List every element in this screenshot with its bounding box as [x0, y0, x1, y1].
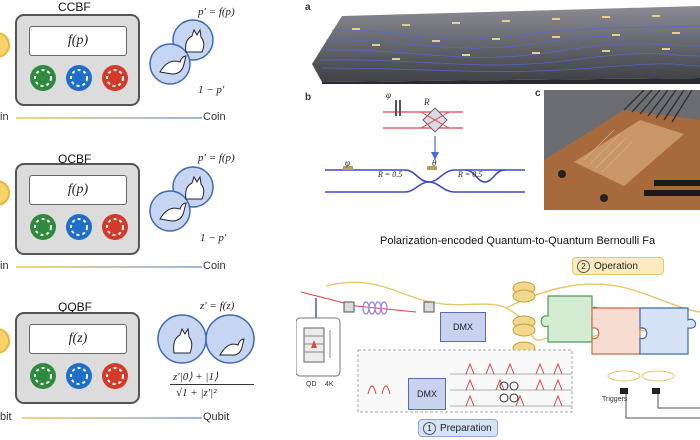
- qqbf-formula: z′ = f(z): [200, 300, 235, 312]
- qcbf-formula: p′ = f(p): [198, 152, 235, 164]
- qqbf-title: QQBF: [58, 300, 93, 314]
- qcbf-right-label: Coin: [203, 260, 226, 272]
- preparation-number: 1: [423, 421, 436, 435]
- operation-label: Operation: [594, 260, 638, 272]
- ccbf-right-label: Coin: [203, 111, 226, 123]
- qqbf-state-num: z′|0⟩ + |1⟩: [173, 371, 219, 383]
- qd-label: QD: [306, 381, 317, 388]
- b-r2-label: R = 0.5: [458, 170, 483, 179]
- chip-photo: [544, 90, 700, 210]
- b-r-label: R: [424, 97, 430, 107]
- ccbf-title: CCBF: [58, 0, 91, 14]
- b-phi-label: φ: [386, 90, 391, 100]
- qubit-input-icon: [0, 328, 10, 354]
- operation-number: 2: [577, 259, 590, 273]
- qqbf-function: f(z): [29, 324, 127, 354]
- b-r1-label: R = 0.5: [378, 170, 403, 179]
- dmx-top: DMX: [440, 312, 486, 342]
- interferometer-schematic: [325, 100, 525, 193]
- panel-label-a: a: [305, 2, 311, 13]
- entangled-cats-icon: [157, 314, 255, 364]
- b-theta-label: θ: [432, 158, 437, 168]
- qqbf-left-label: bit: [0, 411, 12, 423]
- qcbf-title: QCBF: [58, 152, 92, 166]
- b-phi-label-2: φ: [345, 158, 350, 168]
- setup-diagram: [296, 281, 700, 419]
- left-panel: CCBF f(p) p′ = f(p) 1 − p′ in Coin QCBF …: [0, 0, 292, 440]
- qcbf-box: f(p): [15, 163, 140, 255]
- photonic-chip-image: [312, 6, 700, 84]
- triggers-label: Triggers: [602, 396, 628, 403]
- qqbf-arrow: [22, 417, 202, 419]
- k4-label: 4K: [325, 381, 334, 388]
- ccbf-box: f(p): [15, 14, 140, 106]
- panel-label-b: b: [305, 92, 312, 103]
- preparation-tag: 1 Preparation: [418, 419, 498, 437]
- ccbf-left-label: in: [0, 111, 9, 123]
- cat-icon: [149, 19, 214, 85]
- buttons-icon-2: [30, 214, 128, 240]
- preparation-label: Preparation: [440, 422, 492, 434]
- qcbf-left-label: in: [0, 260, 9, 272]
- buttons-icon: [30, 65, 128, 91]
- qqbf-box: f(z): [15, 312, 140, 404]
- qqbf-state-den: √1 + |z′|²: [176, 387, 217, 399]
- fraction-line: [170, 384, 254, 385]
- dmx-bottom: DMX: [408, 378, 446, 410]
- buttons-icon-3: [30, 363, 128, 389]
- qcbf-function: f(p): [29, 175, 127, 205]
- qcbf-arrow: [16, 266, 202, 268]
- ccbf-arrow: [16, 117, 202, 119]
- cat-icon-2: [149, 166, 214, 232]
- ccbf-function: f(p): [29, 26, 127, 56]
- bottom-title: Polarization-encoded Quantum-to-Quantum …: [380, 235, 656, 247]
- ccbf-prob: 1 − p′: [198, 84, 225, 96]
- panel-label-c: c: [535, 88, 541, 99]
- coin-input-icon-2: [0, 180, 10, 206]
- qcbf-prob: 1 − p′: [200, 232, 227, 244]
- operation-tag: 2 Operation: [572, 257, 664, 275]
- coin-input-icon: [0, 32, 10, 58]
- ccbf-formula: p′ = f(p): [198, 6, 235, 18]
- qqbf-right-label: Qubit: [203, 411, 230, 423]
